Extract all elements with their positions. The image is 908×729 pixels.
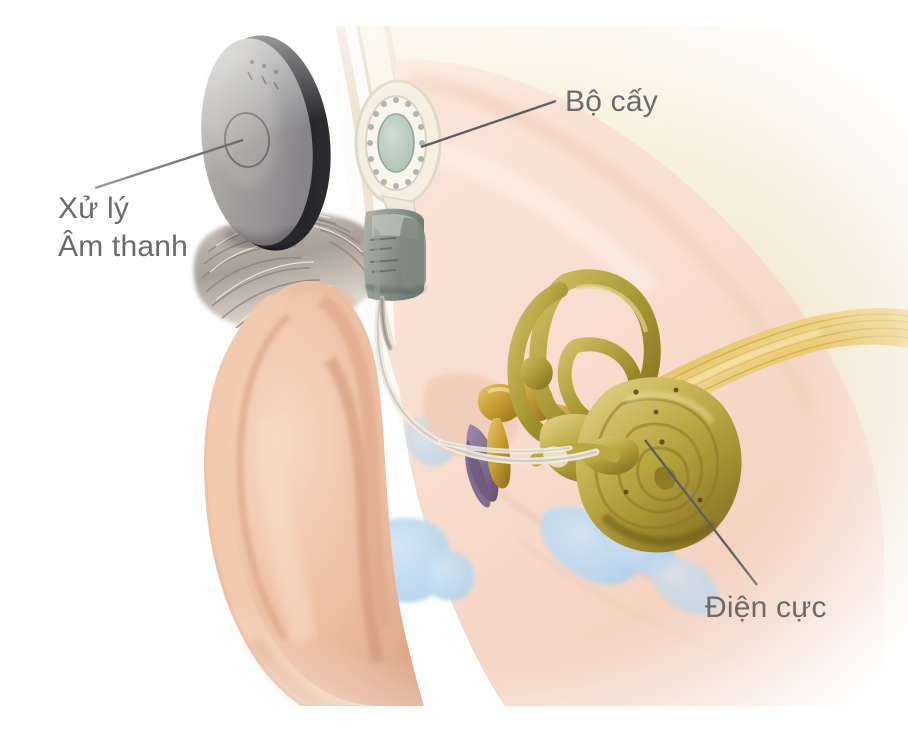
sound-processor-label-line1: Xử lý	[58, 192, 130, 225]
top-fade	[0, 0, 908, 26]
bottom-fade	[0, 706, 908, 729]
electrode-label: Điện cực	[705, 589, 827, 627]
sound-processor-label: Xử lý Âm thanh	[58, 190, 188, 266]
implant-label: Bộ cấy	[565, 83, 658, 121]
implant-label-text: Bộ cấy	[565, 85, 658, 118]
electrode-label-text: Điện cực	[705, 591, 827, 624]
sound-processor-label-line2: Âm thanh	[58, 230, 189, 263]
